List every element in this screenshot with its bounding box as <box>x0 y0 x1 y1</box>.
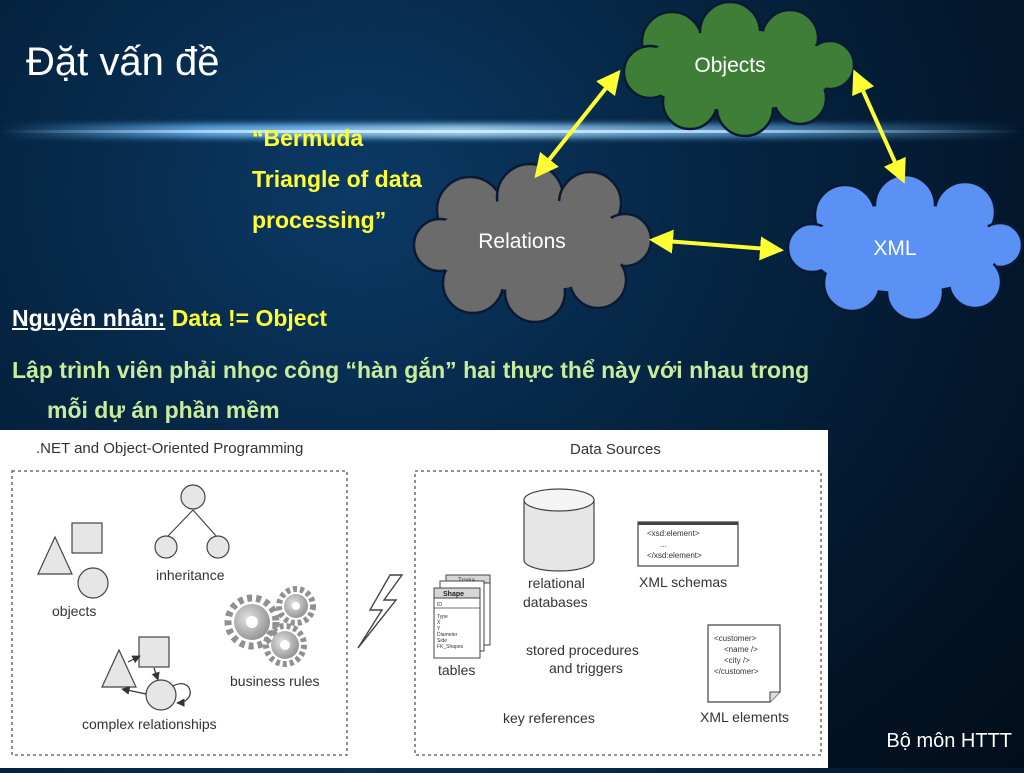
table-field: Y <box>437 626 441 632</box>
table-field: Side <box>437 638 447 644</box>
table-field: X <box>437 620 441 626</box>
database-cylinder-icon <box>523 488 595 572</box>
schema-line: ... <box>660 540 667 549</box>
objects-cloud-label: Objects <box>694 54 765 77</box>
xml-doc-line: <city /> <box>724 656 750 665</box>
description-line: Lập trình viên phải nhọc công “hàn gắn” … <box>12 357 810 383</box>
business-rules-label: business rules <box>230 673 320 689</box>
schema-line: <xsd:element> <box>647 529 700 538</box>
figure-panel: .NET and Object-Oriented Programming Dat… <box>0 430 828 768</box>
tables-icon: Trogia Shape ID Type X Y Diameter Side F… <box>433 574 491 659</box>
databases-label: databases <box>523 594 588 610</box>
left-box <box>11 470 348 756</box>
light-beam-core <box>0 130 1024 133</box>
and-triggers-label: and triggers <box>549 660 623 676</box>
xml-cloud: XML <box>786 173 1024 322</box>
table-field: ID <box>437 602 442 608</box>
objects-label: objects <box>52 603 96 619</box>
inheritance-tree <box>154 484 230 559</box>
arrow-objects-relations <box>534 69 621 179</box>
relations-cloud: Relations <box>412 162 653 324</box>
bermuda-caption: “Bermuda Triangle of data processing” <box>252 118 422 241</box>
gears-icon <box>224 586 316 667</box>
complex-relationships-label: complex relationships <box>82 716 217 732</box>
reason-label: Nguyên nhân: <box>12 305 166 331</box>
inheritance-label: inheritance <box>156 567 225 583</box>
bermuda-line: processing” <box>252 207 387 233</box>
arrow-objects-xml <box>852 69 906 184</box>
data-sources-figure: .NET and Object-Oriented Programming Dat… <box>11 440 822 756</box>
arrow-relations-xml <box>649 229 784 261</box>
table-field: Type <box>437 614 448 620</box>
triangle-diagram: Objects Relations XML <box>412 0 1024 324</box>
xml-doc-line: </customer> <box>714 667 759 676</box>
tables-label: tables <box>438 662 475 678</box>
table-field: Diameter <box>437 632 458 638</box>
objects-cloud: Objects <box>622 0 856 138</box>
footer-text: Bộ môn HTTT <box>886 730 1012 752</box>
xml-schema-icon: <xsd:element> ... </xsd:element> <box>637 521 739 567</box>
xml-doc-line: <name /> <box>724 645 758 654</box>
xml-doc-line: <customer> <box>714 634 757 643</box>
reason-value: Data != Object <box>171 305 328 331</box>
xml-document-icon: <customer> <name /> <city /> </customer> <box>707 624 781 703</box>
complex-relationships-diagram <box>101 636 191 711</box>
xml-elements-label: XML elements <box>700 709 789 725</box>
xml-schemas-label: XML schemas <box>639 574 727 590</box>
xml-cloud-label: XML <box>873 237 916 260</box>
table-name: Shape <box>443 591 464 598</box>
right-title: Data Sources <box>570 441 661 458</box>
bermuda-line: “Bermuda <box>252 125 364 151</box>
relations-cloud-label: Relations <box>478 230 566 253</box>
description-line: mỗi dự án phần mềm <box>47 397 280 423</box>
stored-procedures-label: stored procedures <box>526 642 639 658</box>
bermuda-line: Triangle of data <box>252 166 422 192</box>
reason-line: Nguyên nhân: Data != Object <box>12 305 327 332</box>
lightning-bolt-icon <box>357 574 404 649</box>
table-field: FK_Shapes <box>437 644 464 650</box>
key-references-label: key references <box>503 710 595 726</box>
schema-line: </xsd:element> <box>647 551 702 560</box>
slide-title: Đặt vấn đề <box>26 40 220 84</box>
right-box <box>414 470 822 756</box>
relational-label: relational <box>528 575 585 591</box>
objects-shapes <box>37 522 109 599</box>
left-title: .NET and Object-Oriented Programming <box>36 440 303 457</box>
description: Lập trình viên phải nhọc công “hàn gắn” … <box>12 350 1012 430</box>
